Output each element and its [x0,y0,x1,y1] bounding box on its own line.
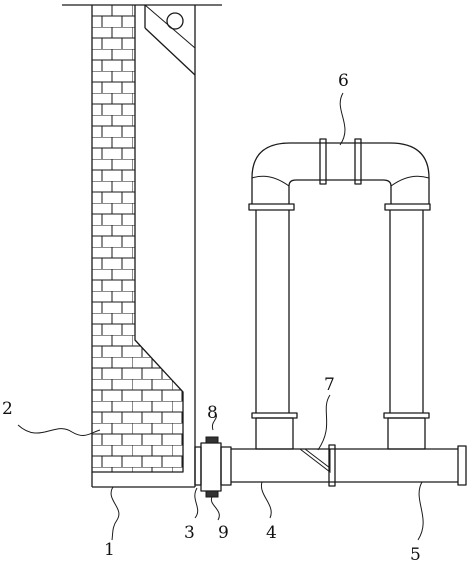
hopper-slope [144,27,196,76]
right-pipe-socket [387,417,426,450]
bend-inner [288,179,392,204]
vertical-pipe-left [248,203,298,450]
leader-1 [110,486,120,541]
leader-3 [194,487,199,519]
brick-outline [91,5,184,473]
right-elbow-seam [390,175,430,187]
left-lower-collar [251,412,298,419]
part-labels: 2 1 3 8 9 4 5 7 6 [2,71,421,565]
label-7: 7 [324,375,335,395]
horizontal-pipe [231,444,467,487]
bolt-hole [166,12,184,30]
bend-joint-right [354,138,362,185]
leader-lines [17,92,424,541]
label-8: 8 [207,403,218,423]
label-6: 6 [338,71,349,91]
coupling-flange [194,446,202,486]
bend-joint-left [319,138,327,185]
pipe-end-cap [457,445,467,486]
leader-2 [17,424,101,436]
label-3: 3 [184,523,195,543]
left-elbow-seam [251,175,290,187]
label-5: 5 [410,545,421,565]
pipe-joint [328,444,336,487]
check-valve-flap-inner [304,448,331,469]
right-upper-collar [384,203,431,211]
coupling-sleeve [220,446,232,486]
leader-4 [260,481,272,519]
label-4: 4 [266,523,277,543]
leader-5 [417,481,424,541]
leader-7 [317,394,331,451]
u-bend-pipe [251,138,430,204]
nut-bottom [205,490,219,498]
check-valve-flap [299,448,331,474]
nut-top [205,436,219,444]
leader-8 [211,411,217,431]
label-9: 9 [218,523,229,543]
coupling-body [200,442,222,492]
bend-outer [251,142,430,204]
label-2: 2 [2,399,13,419]
leader-9 [210,496,220,521]
brick-fill [92,5,183,472]
leader-6 [339,92,346,146]
left-pipe-socket [255,417,294,450]
label-1: 1 [104,540,115,560]
left-upper-collar [248,203,295,211]
coupling-assembly [194,436,232,498]
vertical-pipe-right [383,203,431,450]
wall-structure [62,4,222,488]
right-lower-collar [383,412,430,419]
